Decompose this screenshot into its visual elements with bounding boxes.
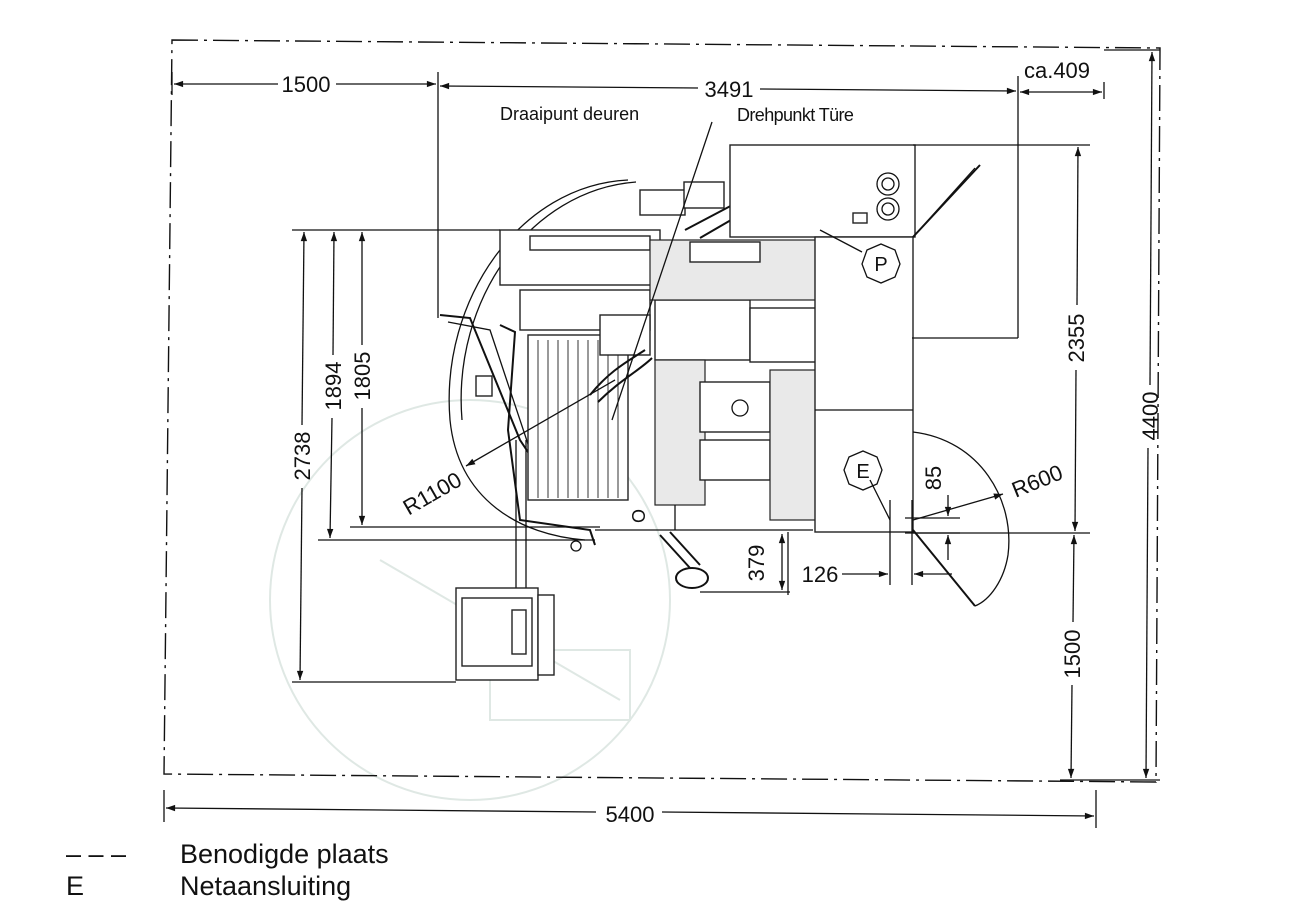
svg-text:E: E <box>856 461 869 483</box>
legend-text-required-space: Benodigde plaats <box>180 839 389 869</box>
dim-radius-large: R1100 <box>399 467 466 520</box>
marker-e: E <box>843 450 883 491</box>
legend-text-power-connection: Netaansluiting <box>180 871 352 901</box>
dim-2355: 2355 <box>1064 314 1089 363</box>
label-pivot-nl: Draaipunt deuren <box>500 104 639 124</box>
dim-right-clearance: ca.409 <box>1024 58 1090 83</box>
svg-text:P: P <box>874 254 887 276</box>
dim-total-depth: 4400 <box>1138 392 1163 441</box>
legend-symbol-dashed: – – – <box>66 839 127 869</box>
extension-lines <box>163 49 1160 828</box>
marker-o: O <box>629 509 649 523</box>
dim-total-width: 5400 <box>606 802 655 827</box>
dim-1500-right: 1500 <box>1060 630 1085 679</box>
dim-1805: 1805 <box>350 352 375 401</box>
dim-2738: 2738 <box>290 432 315 481</box>
dim-machine-width: 3491 <box>705 77 754 102</box>
legend-item-required-space: – – – Benodigde plaats <box>66 838 666 870</box>
dim-radius-small: R600 <box>1008 460 1066 503</box>
dim-left-clearance: 1500 <box>282 72 331 97</box>
machine-outline <box>439 144 1010 681</box>
legend: – – – Benodigde plaats E Netaansluiting <box>66 838 666 902</box>
dim-126: 126 <box>802 562 839 587</box>
dimension-lines <box>165 51 1156 820</box>
hatched-block <box>537 340 619 498</box>
dim-85: 85 <box>921 466 946 490</box>
required-space-boundary <box>163 39 1161 783</box>
dim-379: 379 <box>744 545 769 582</box>
dim-1894: 1894 <box>321 362 346 411</box>
marker-p: P <box>861 243 901 284</box>
legend-item-power-connection: E Netaansluiting <box>66 870 666 902</box>
label-pivot-de: Drehpunkt Türe <box>737 105 854 125</box>
legend-symbol-e: E <box>66 871 85 901</box>
